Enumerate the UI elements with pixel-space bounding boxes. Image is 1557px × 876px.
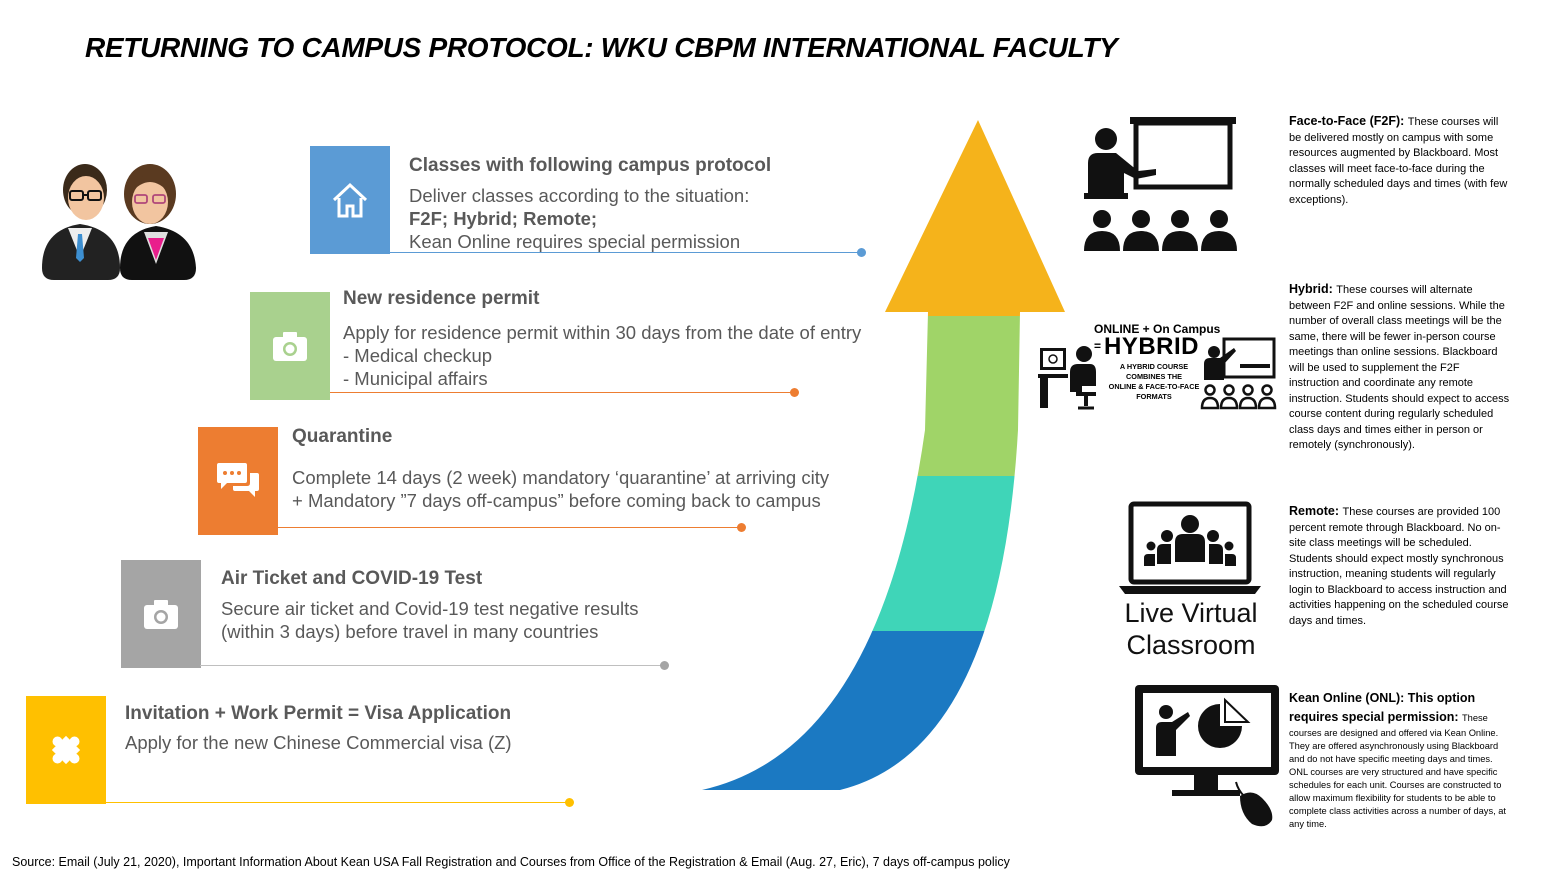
step-ticket-connector [200,665,662,666]
step-visa-connector [106,802,568,803]
mode-onl-label: Kean Online (ONL): This option requires … [1289,691,1476,724]
step-quarantine-line-1: Complete 14 days (2 week) mandatory ‘qua… [292,467,830,488]
step-classes-connector [390,252,860,253]
arrow-segment-4 [702,631,1065,790]
step-quarantine-line-2: + Mandatory ”7 days off-campus” before c… [292,490,821,511]
step-residence-line-2: - Medical checkup [343,345,493,366]
step-quarantine-dot [737,523,746,532]
on-campus-class-icon [1200,337,1277,410]
hybrid-caption-line: A HYBRID COURSE [1119,362,1189,371]
step-classes-title: Classes with following campus protocol [409,155,772,176]
step-visa-line-1: Apply for the new Chinese Commercial vis… [125,732,512,753]
home-icon [332,182,368,218]
step-quarantine-box [198,427,278,535]
mode-onl-description: Kean Online (ONL): This option requires … [1289,689,1511,831]
source-footnote: Source: Email (July 21, 2020), Important… [12,855,1010,869]
step-visa-box [26,696,106,804]
mode-hybrid-text: These courses will alternate between F2F… [1289,284,1510,451]
step-classes-line-2: F2F; Hybrid; Remote; [409,208,598,229]
live-virtual-label: Live Virtual Classroom [1108,597,1274,661]
step-quarantine-connector [278,527,740,528]
progress-arrow [702,120,1065,790]
step-ticket-dot [660,661,669,670]
online-learner-icon [1038,346,1096,410]
step-residence-box [250,292,330,400]
step-classes-dot [857,248,866,257]
step-residence-connector [330,392,792,393]
step-ticket-title: Air Ticket and COVID-19 Test [221,568,483,589]
step-residence-dot [790,388,799,397]
arrow-segment-3 [702,476,1065,631]
chat-icon [217,463,259,497]
arrow-segment-2 [702,316,1065,476]
camera-icon [273,332,307,361]
mode-remote-text: These courses are provided 100 percent r… [1289,506,1509,627]
faculty-people-icon [42,164,196,280]
page-title: RETURNING TO CAMPUS PROTOCOL: WKU CBPM I… [85,32,1118,63]
mode-hybrid-label: Hybrid [1289,282,1329,296]
hybrid-caption-line: ONLINE & FACE-TO-FACE [1108,382,1200,391]
step-residence-line-1: Apply for residence permit within 30 day… [343,322,862,343]
step-visa-title: Invitation + Work Permit = Visa Applicat… [125,703,512,724]
classroom-icon [1084,117,1237,251]
step-visa-dot [565,798,574,807]
hybrid-graphic-eq: = [1094,339,1102,353]
step-ticket-line-1: Secure air ticket and Covid-19 test nega… [221,598,639,619]
hybrid-graphic-word: HYBRID [1104,333,1200,360]
mode-remote-label: Remote [1289,504,1335,518]
arrow-segment-1 [702,120,1065,316]
hybrid-caption-line: COMBINES THE [1126,372,1182,381]
step-ticket-line-2: (within 3 days) before travel in many co… [221,621,599,642]
online-computer-icon [1135,685,1279,827]
step-residence-line-3: - Municipal affairs [343,368,488,389]
live-virtual-line-1: Live Virtual [1124,598,1258,628]
mode-remote-sep: : [1334,504,1343,518]
mode-onl-sep: : [1454,710,1462,724]
step-ticket-box [121,560,201,668]
mode-remote-description: Remote: These courses are provided 100 p… [1289,504,1511,629]
mode-f2f-text: These courses will be delivered mostly o… [1289,116,1508,206]
mode-f2f-sep: : [1400,114,1408,128]
step-quarantine-title: Quarantine [292,426,393,447]
step-classes-line-3: Kean Online requires special permission [409,231,741,252]
puzzle-icon [51,735,81,765]
hybrid-graphic-caption: A HYBRID COURSE COMBINES THE ONLINE & FA… [1104,362,1204,402]
mode-hybrid-description: Hybrid: These courses will alternate bet… [1289,282,1511,454]
hybrid-graphic-top: ONLINE + On Campus [1094,322,1221,336]
mode-onl-text: These courses are designed and offered v… [1289,713,1507,829]
step-residence-title: New residence permit [343,288,540,309]
mode-f2f-label: Face-to-Face (F2F) [1289,114,1401,128]
step-classes-box [310,146,390,254]
laptop-virtual-class-icon [1119,501,1261,594]
mode-hybrid-sep: : [1328,282,1337,296]
hybrid-caption-line: FORMATS [1136,392,1172,401]
live-virtual-line-2: Classroom [1126,630,1256,660]
camera-icon [144,600,178,629]
mode-f2f-description: Face-to-Face (F2F): These courses will b… [1289,114,1511,208]
step-classes-line-1: Deliver classes according to the situati… [409,185,750,206]
